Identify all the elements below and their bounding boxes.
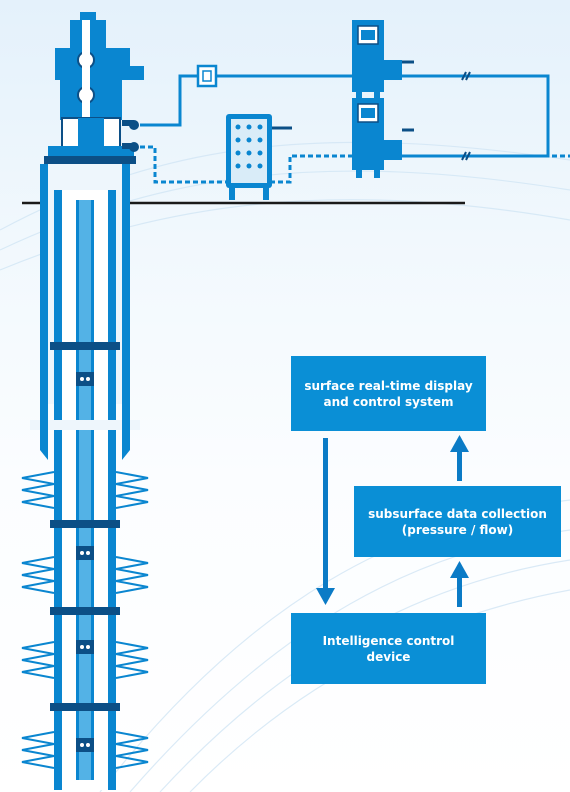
subsurface-box-line2: (pressure / flow) bbox=[401, 522, 514, 537]
surface-line-dashed bbox=[140, 145, 570, 184]
surface-box-line2: and control system bbox=[323, 394, 454, 409]
packer-icon bbox=[50, 342, 120, 711]
subsurface-data-box: subsurface data collection (pressure / f… bbox=[354, 486, 561, 557]
flow-arrow-down bbox=[316, 438, 335, 605]
wellhead-icon bbox=[44, 12, 144, 164]
flow-arrow-up-upper bbox=[450, 435, 469, 481]
flow-arrow-up-lower bbox=[450, 561, 469, 607]
surface-display-box: surface real-time display and control sy… bbox=[291, 356, 486, 431]
flow-box-surface-bg bbox=[291, 356, 486, 431]
control-panel-icon bbox=[226, 114, 292, 200]
surface-box-line1: surface real-time display bbox=[304, 378, 473, 393]
perforations bbox=[21, 471, 149, 769]
surface-monitor-icon-lower bbox=[352, 98, 414, 178]
meter-icon bbox=[196, 64, 218, 88]
flow-box-intelligence-bg bbox=[291, 613, 486, 684]
intelligence-control-box: Intelligence control device bbox=[291, 613, 486, 684]
well-bore bbox=[30, 164, 140, 790]
intelligence-box-line1: Intelligence control device bbox=[322, 633, 455, 664]
downhole-tools bbox=[76, 372, 94, 752]
flow-box-subsurface-bg bbox=[354, 486, 561, 557]
surface-monitor-icon-upper bbox=[352, 20, 414, 100]
subsurface-box-line1: subsurface data collection bbox=[368, 506, 547, 521]
